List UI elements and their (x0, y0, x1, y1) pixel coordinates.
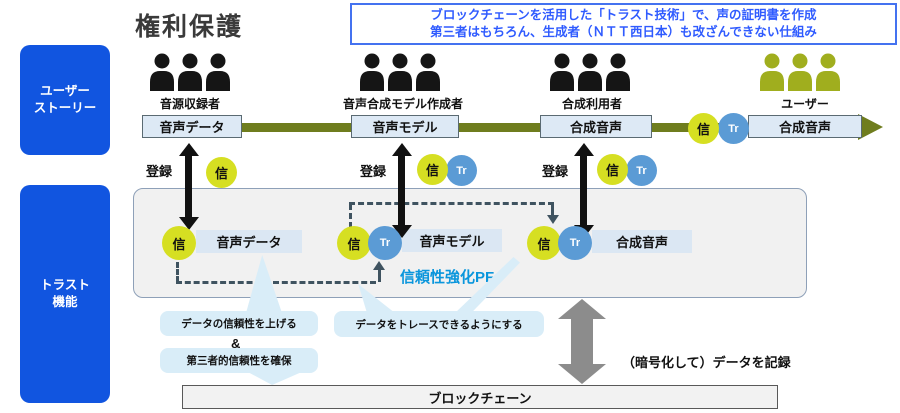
trust-item-synth-voice: 合成音声 (592, 230, 692, 253)
lane-trust-line1: トラスト (40, 278, 90, 292)
trace-arrow-2-down-icon (547, 215, 559, 224)
callout-ampersand: & (231, 336, 241, 351)
pf-label: 信頼性強化PF (400, 269, 495, 286)
shin-badge-item-2: 信 (337, 226, 371, 260)
shin-badge-top-2: 信 (417, 154, 448, 185)
tr-badge-top-3: Tr (626, 155, 657, 186)
callout-third-party-trust: 第三者的信頼性を確保 (160, 348, 318, 373)
actor-label-synth-user: 合成利用者 (561, 97, 622, 111)
trust-note-line2: 第三者はもちろん、生成者（ＮＴＴ西日本）も改ざんできない仕組み (430, 25, 817, 39)
stream-line (145, 123, 861, 132)
actor-label-end-user: ユーザー (781, 97, 829, 111)
register-label-1: 登録 (146, 164, 173, 179)
actor-label-model-creator: 音声合成モデル作成者 (342, 97, 463, 111)
callout-traceability: データをトレースできるようにする (334, 311, 544, 337)
people-group-end-users-icon (758, 53, 842, 91)
stream-arrowhead-icon (858, 114, 883, 140)
trace-dash-2-up (349, 204, 352, 228)
record-note: （暗号化して）データを記録 (622, 355, 791, 370)
lane-user-story: ユーザー ストーリー (20, 45, 110, 155)
page-title: 権利保護 (135, 13, 244, 41)
trace-dash-1-down (176, 262, 179, 282)
shin-badge-item-1: 信 (162, 226, 196, 260)
shin-badge-item-3: 信 (527, 226, 561, 260)
flow-box-voice-data: 音声データ (142, 115, 242, 138)
shin-badge-stream: 信 (688, 113, 719, 144)
tr-badge-item-3: Tr (558, 226, 592, 260)
trust-item-voice-model: 音声モデル (402, 229, 502, 252)
trace-arrow-1-up-icon (373, 261, 385, 270)
register-label-3: 登録 (542, 164, 569, 179)
callout-raise-reliability: データの信頼性を上げる (160, 311, 318, 336)
actor-label-recorder: 音源収録者 (159, 97, 220, 111)
callout-wedge-4 (246, 371, 304, 385)
register-label-2: 登録 (360, 164, 387, 179)
register-arrow-2 (398, 155, 405, 226)
people-group-recorders-icon (148, 53, 232, 91)
shin-badge-top-1: 信 (206, 157, 237, 188)
tr-badge-top-2: Tr (446, 155, 477, 186)
trace-dash-2-across (349, 202, 554, 205)
shin-badge-top-3: 信 (597, 154, 628, 185)
lane-trust-function: トラスト 機能 (20, 185, 110, 403)
blockchain-link-arrow (571, 318, 593, 365)
trust-note-box: ブロックチェーンを活用した「トラスト技術」で、声の証明書を作成 第三者はもちろん… (350, 3, 897, 45)
lane-trust-line2: 機能 (52, 295, 78, 309)
register-arrow-3 (580, 155, 587, 226)
tr-badge-stream: Tr (718, 113, 749, 144)
trace-dash-2-down (551, 205, 554, 215)
flow-box-synth-voice-user: 合成音声 (748, 115, 862, 138)
trust-note-line1: ブロックチェーンを活用した「トラスト技術」で、声の証明書を作成 (430, 8, 817, 22)
people-group-synth-users-icon (548, 53, 632, 91)
tr-badge-item-2: Tr (368, 226, 402, 260)
flow-box-voice-model: 音声モデル (351, 115, 459, 138)
blockchain-box: ブロックチェーン (182, 385, 778, 409)
trust-item-voice-data: 音声データ (196, 230, 302, 253)
trace-dash-1-across (176, 281, 376, 284)
lane-user-story-line2: ストーリー (33, 101, 97, 115)
trace-arrow-1-stem (378, 268, 381, 282)
people-group-model-creators-icon (358, 53, 442, 91)
flow-box-synth-voice: 合成音声 (540, 115, 652, 138)
lane-user-story-line1: ユーザー (40, 84, 90, 98)
register-arrow-1 (185, 155, 192, 218)
